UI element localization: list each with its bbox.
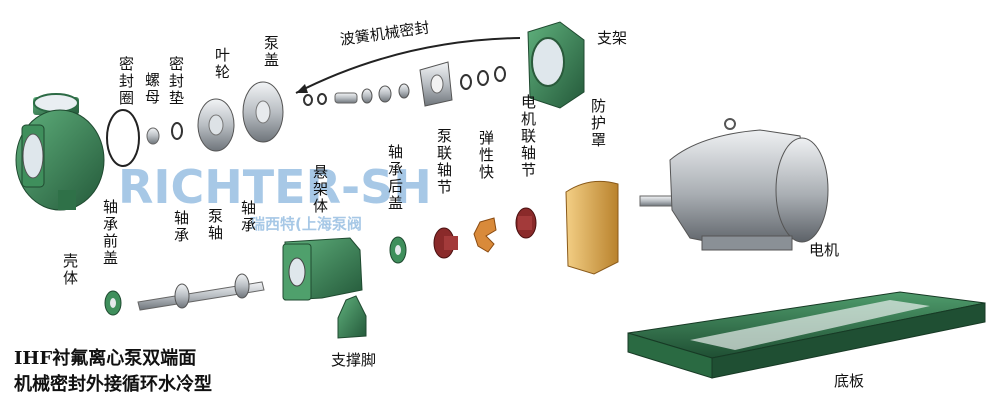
motor (639, 118, 829, 251)
label-bearing-left: 轴承 (173, 209, 189, 244)
label-guard: 防护罩 (590, 97, 606, 149)
label-seal-gasket: 密封垫 (168, 55, 184, 107)
label-pump-shaft: 泵轴 (207, 207, 223, 242)
label-bearing-right: 轴承 (240, 199, 256, 234)
label-base-plate: 底板 (834, 372, 865, 390)
watermark-sub: 瑞西特(上海泵阀 (250, 215, 362, 233)
protective-guard (565, 180, 619, 275)
elastic-block (473, 217, 497, 253)
label-frame: 悬架体 (312, 163, 328, 215)
label-rear-bearing-cover: 轴承后盖 (387, 143, 403, 212)
nut (146, 127, 160, 145)
mechanical-seal-parts (303, 61, 506, 107)
rear-bearing-cover (389, 236, 407, 264)
label-motor-coupling: 电机联轴节 (520, 93, 536, 179)
label-pump-cover: 泵盖 (263, 34, 279, 69)
label-elastic-block: 弹性快 (478, 129, 494, 181)
bracket (527, 21, 585, 109)
title-line-1: IHF衬氟离心泵双端面 (14, 348, 197, 369)
base-plate (627, 291, 986, 379)
label-pump-casing: 壳体 (62, 252, 78, 287)
seal-arrow-head (296, 84, 308, 93)
frame (282, 237, 363, 301)
front-bearing-cover (104, 290, 122, 316)
title-line-2: 机械密封外接循环水冷型 (14, 374, 212, 395)
label-nut: 螺母 (144, 71, 160, 106)
motor-coupling (515, 207, 537, 239)
watermark-brand: RICHTER-SH (118, 160, 432, 214)
label-pump-coupling: 泵联轴节 (436, 127, 452, 196)
pump-cover (242, 81, 284, 143)
label-support-foot: 支撑脚 (331, 351, 377, 369)
label-bracket: 支架 (597, 29, 628, 47)
seal-arrow (295, 37, 521, 94)
pump-coupling (433, 227, 458, 259)
support-foot (337, 295, 367, 339)
pump-casing (15, 93, 105, 211)
label-front-bearing-cover: 轴承前盖 (102, 198, 118, 267)
seal-gasket (171, 122, 183, 140)
impeller (197, 98, 235, 152)
seal-ring (106, 109, 140, 167)
label-seal-ring: 密封圈 (118, 55, 134, 107)
label-impeller: 叶轮 (214, 46, 230, 81)
label-motor: 电机 (809, 241, 840, 259)
pump-shaft (137, 273, 265, 311)
